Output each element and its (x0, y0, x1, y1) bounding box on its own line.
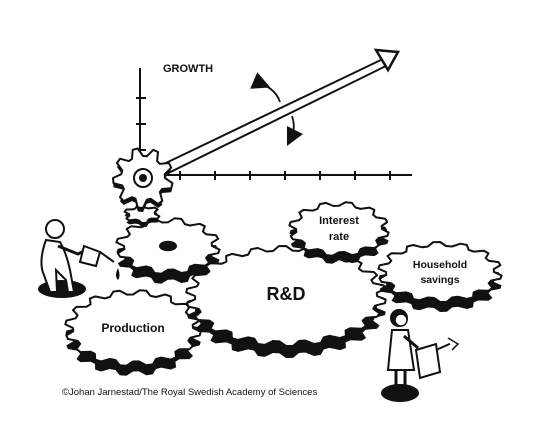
person-with-watering-can-figure (381, 309, 460, 402)
interest-rate-gear (288, 201, 390, 264)
household-savings-gear (377, 241, 503, 312)
rotation-arrows (250, 72, 304, 147)
gear-label-production: Production (101, 321, 164, 335)
rd-gear (185, 245, 387, 358)
image-credit: ©Johan Jarnestad/The Royal Swedish Acade… (62, 387, 317, 398)
production-gear (64, 289, 202, 376)
tiny-spindle-gear (123, 204, 161, 227)
lever-pivot-gear (112, 147, 174, 212)
gear-label-household-line2: savings (420, 274, 459, 286)
growth-axis-label: GROWTH (163, 63, 213, 75)
small-driving-gear (115, 217, 221, 284)
worker-with-oil-can-figure (38, 219, 120, 298)
gear-layer (64, 147, 503, 376)
lever-pivot-hub (139, 174, 147, 182)
gear-label-household-line1: Household (413, 259, 467, 271)
gear-label-rd: R&D (267, 284, 306, 304)
gear-label-interest-line2: rate (329, 231, 349, 243)
gear-label-interest-line1: Interest (319, 215, 359, 227)
